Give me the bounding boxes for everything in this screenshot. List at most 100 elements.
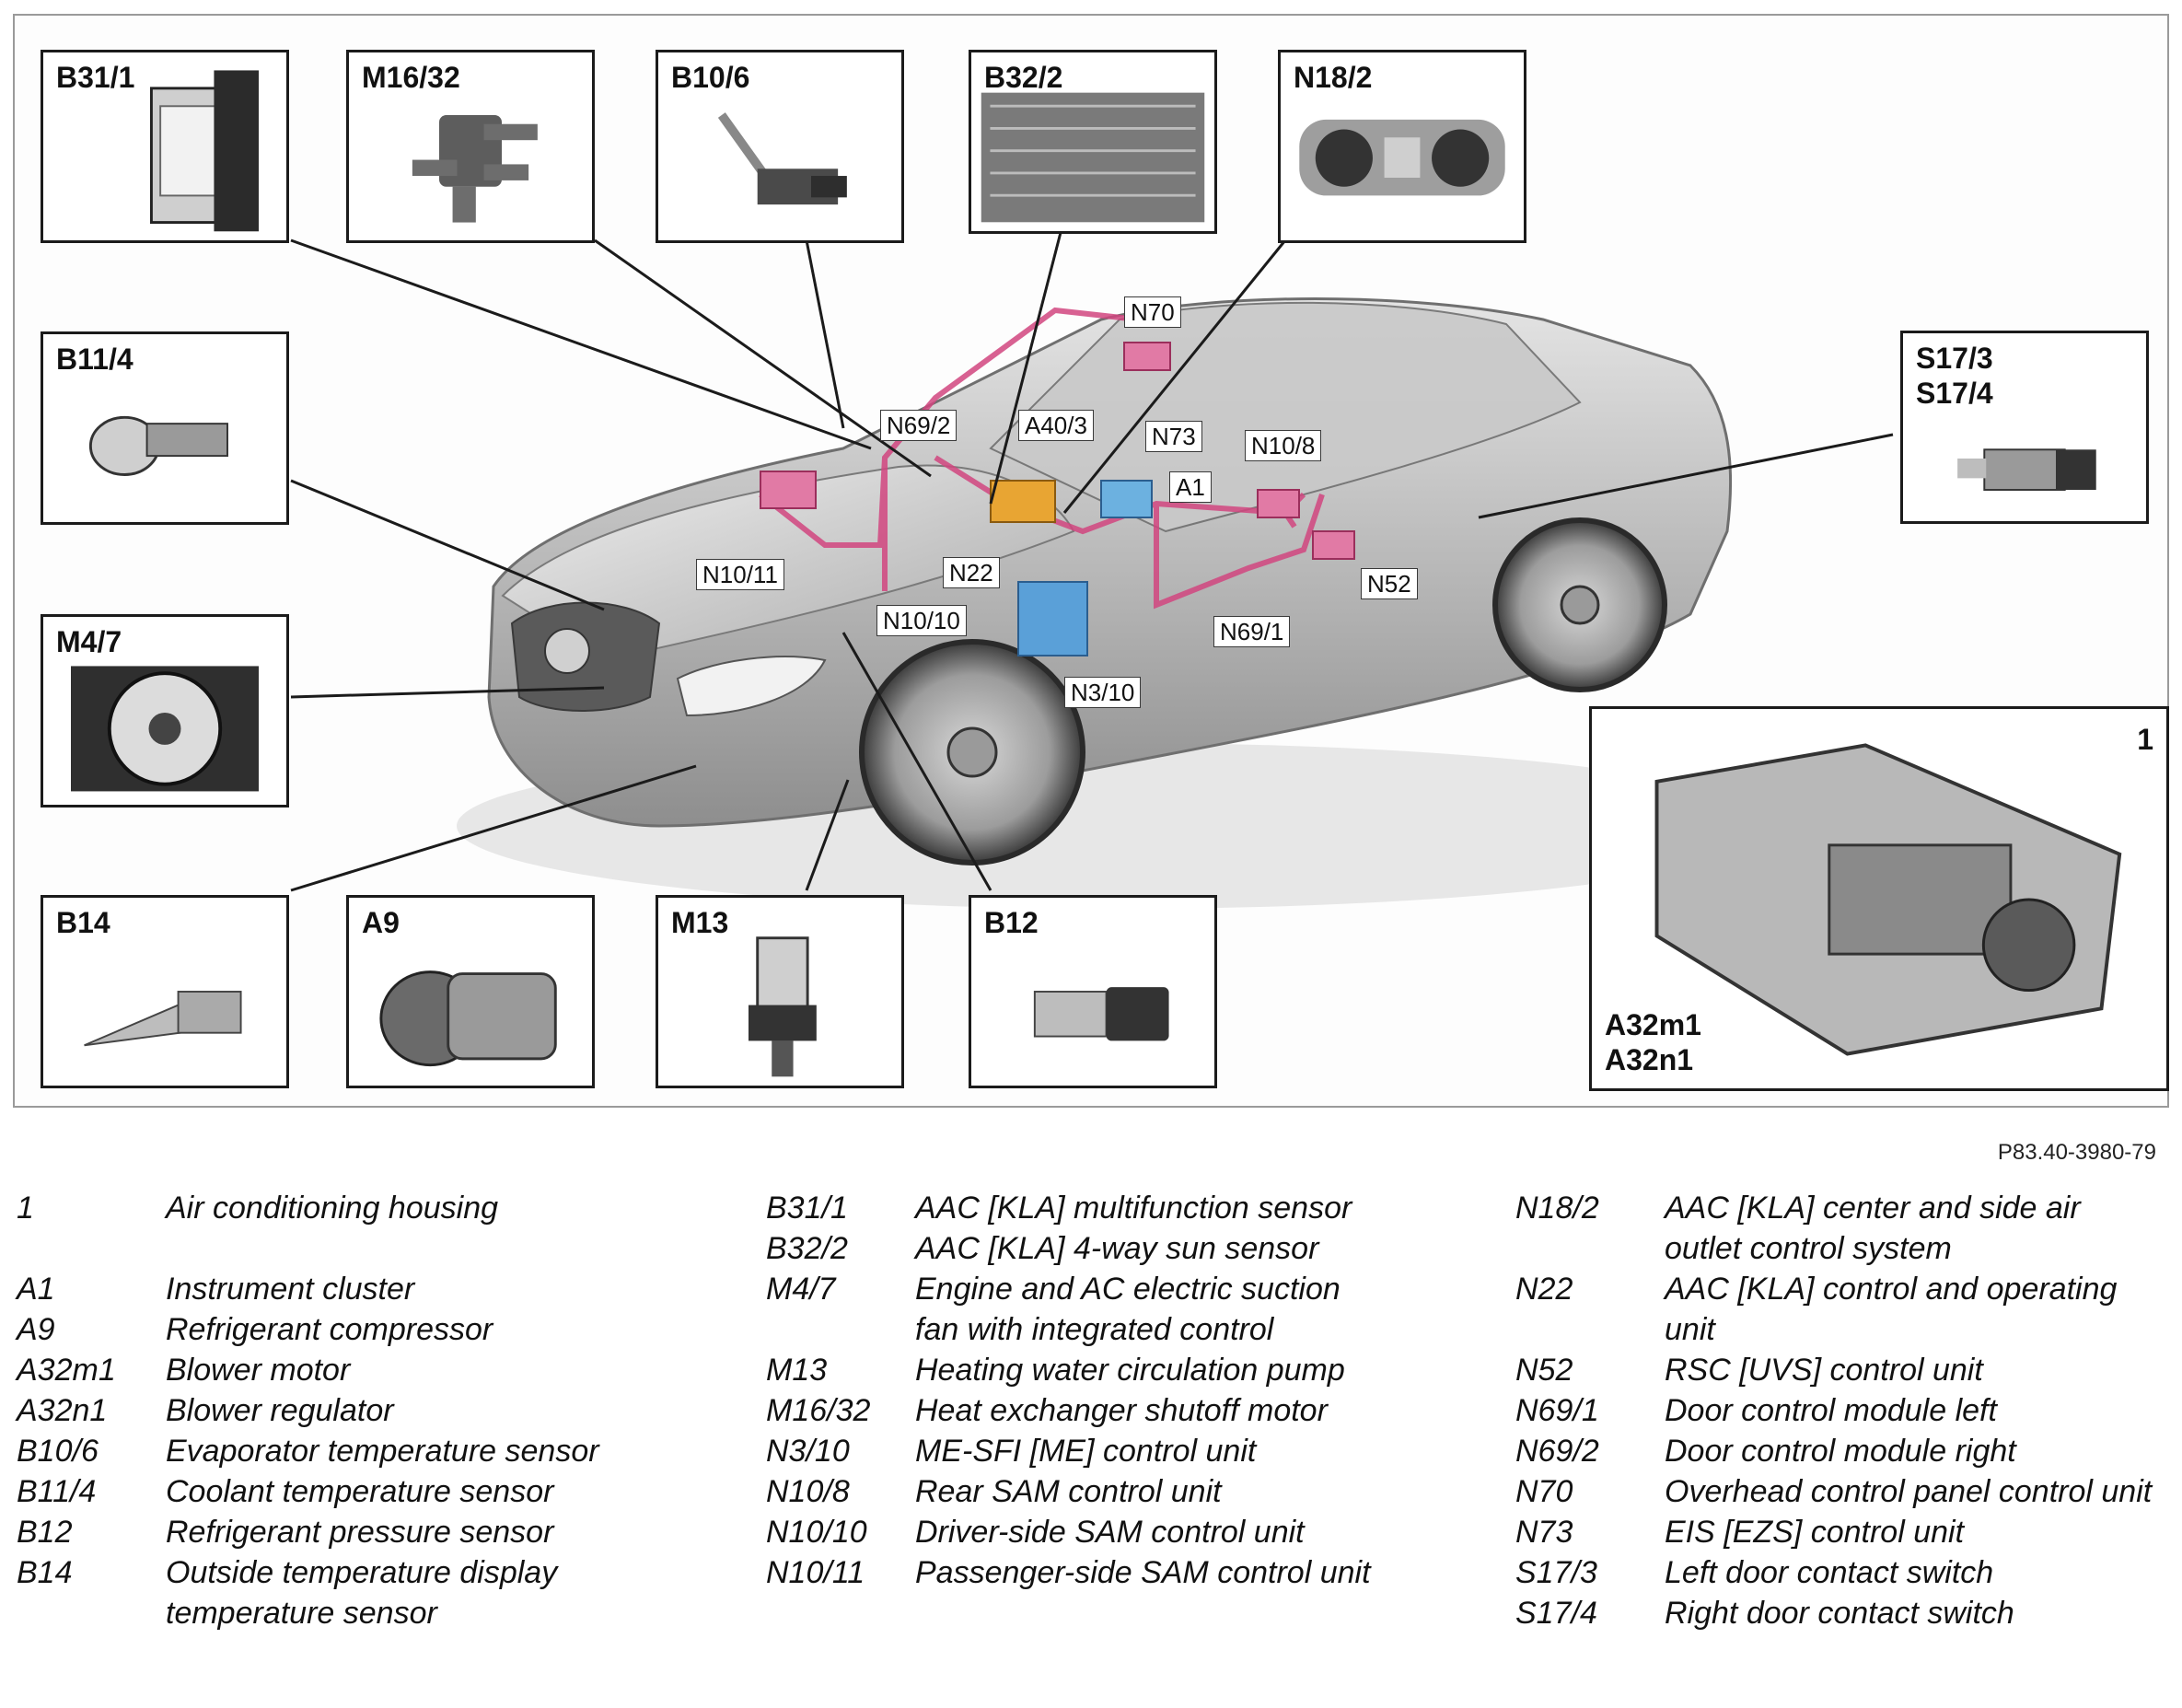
legend-key: B31/1 [766,1191,848,1226]
legend-key: S17/4 [1515,1596,1597,1631]
air-conditioning-housing-icon [1654,743,2122,1056]
callout-a9: A9 [346,895,595,1088]
legend-desc: Air conditioning housing [166,1191,499,1226]
legend-desc: Right door contact switch [1665,1596,2014,1631]
legend-desc: Heating water circulation pump [915,1353,1345,1388]
callout-b11-4: B11/4 [41,331,289,525]
legend-key: A9 [17,1312,55,1347]
legend-key: N10/11 [766,1555,865,1590]
callout-m16-32: M16/32 [346,50,595,243]
legend-desc: AAC [KLA] multifunction sensor [915,1191,1352,1226]
legend-key: N69/1 [1515,1393,1599,1428]
legend-item: A32n1 Blower regulator [17,1390,735,1431]
legend-item: S17/4 Right door contact switch [1515,1593,2160,1633]
coolant-sensor-icon [88,415,228,476]
legend-key: N70 [1515,1474,1573,1509]
car-label: N10/8 [1245,430,1322,461]
evaporator-sensor-icon [717,112,847,205]
legend-key: 1 [17,1191,34,1226]
compressor-icon [379,970,557,1067]
legend-item: 1 Air conditioning housing [17,1188,735,1228]
legend-desc: EIS [EZS] control unit [1665,1515,1965,1550]
car-label: A40/3 [1018,410,1094,441]
legend-desc: Left door contact switch [1665,1555,1994,1590]
car-emblem [544,628,590,674]
legend-item: A32m1 Blower motor [17,1350,735,1390]
legend-desc: Passenger-side SAM control unit [915,1555,1371,1590]
callout-label: B14 [56,906,110,939]
callout-m13: M13 [656,895,904,1088]
legend-desc: AAC [KLA] 4-way sun sensor [915,1231,1319,1266]
figure-code: P83.40-3980-79 [1997,1140,2156,1165]
legend-desc: Blower regulator [166,1393,394,1428]
legend-item: B31/1 AAC [KLA] multifunction sensor [766,1188,1410,1228]
suction-fan-icon [71,666,259,792]
callout-label: A9 [362,906,400,939]
shutoff-motor-icon [412,115,538,223]
legend-desc: AAC [KLA] center and side air outlet con… [1665,1191,2081,1266]
callout-b10-6: B10/6 [656,50,904,243]
callout-label: B10/6 [671,61,750,94]
legend-desc: Engine and AC electric suction fan with … [915,1272,1341,1347]
car-label: N69/2 [880,410,958,441]
legend-key: N10/8 [766,1474,850,1509]
module-n10-11 [760,471,817,509]
legend-desc: Refrigerant pressure sensor [166,1515,554,1550]
module-n52 [1312,530,1355,560]
car-headlight [676,656,827,717]
module-n3-10 [1017,581,1088,656]
legend-key: N10/10 [766,1515,867,1550]
legend-key: A1 [17,1272,55,1307]
legend-desc: Door control module right [1665,1434,2016,1469]
car-label: N3/10 [1064,677,1142,708]
callout-label: B12 [984,906,1039,939]
car-illustration [290,217,1894,909]
legend-desc: Coolant temperature sensor [166,1474,554,1509]
legend-desc: Refrigerant compressor [166,1312,493,1347]
callout-label: M16/32 [362,61,460,94]
car-label: N70 [1124,296,1181,328]
leader-lines [290,217,1894,892]
legend-key: A32m1 [17,1353,116,1388]
legend-desc: Evaporator temperature sensor [166,1434,599,1469]
callout-b32-2: B32/2 [969,50,1217,234]
callout-label: B11/4 [56,343,133,376]
legend-item: M4/7 Engine and AC electric suction fan w… [766,1269,1374,1350]
legend-desc: Heat exchanger shutoff motor [915,1393,1328,1428]
legend-key: N3/10 [766,1434,850,1469]
legend-key: A32n1 [17,1393,108,1428]
callout-number: 1 [2137,723,2153,756]
car-label: A1 [1169,471,1212,503]
car-label: N10/10 [876,605,967,636]
legend-item: A9 Refrigerant compressor [17,1309,735,1350]
sun-sensor-icon [981,92,1205,223]
legend-item: M16/32 Heat exchanger shutoff motor [766,1390,1410,1431]
car-label: N69/1 [1213,616,1291,647]
legend-key: M4/7 [766,1272,836,1307]
outside-temp-sensor-icon [84,991,242,1047]
legend-desc: AAC [KLA] control and operating unit [1665,1272,2118,1347]
legend-desc: Blower motor [166,1353,351,1388]
callout-b12: B12 [969,895,1217,1088]
callout-label: M13 [671,906,729,939]
legend-key: M16/32 [766,1393,871,1428]
legend-key: N52 [1515,1353,1573,1388]
legend-desc: Outside temperature display temperature … [166,1555,558,1631]
multifunction-sensor-icon [149,70,259,232]
legend-key: M13 [766,1353,828,1388]
